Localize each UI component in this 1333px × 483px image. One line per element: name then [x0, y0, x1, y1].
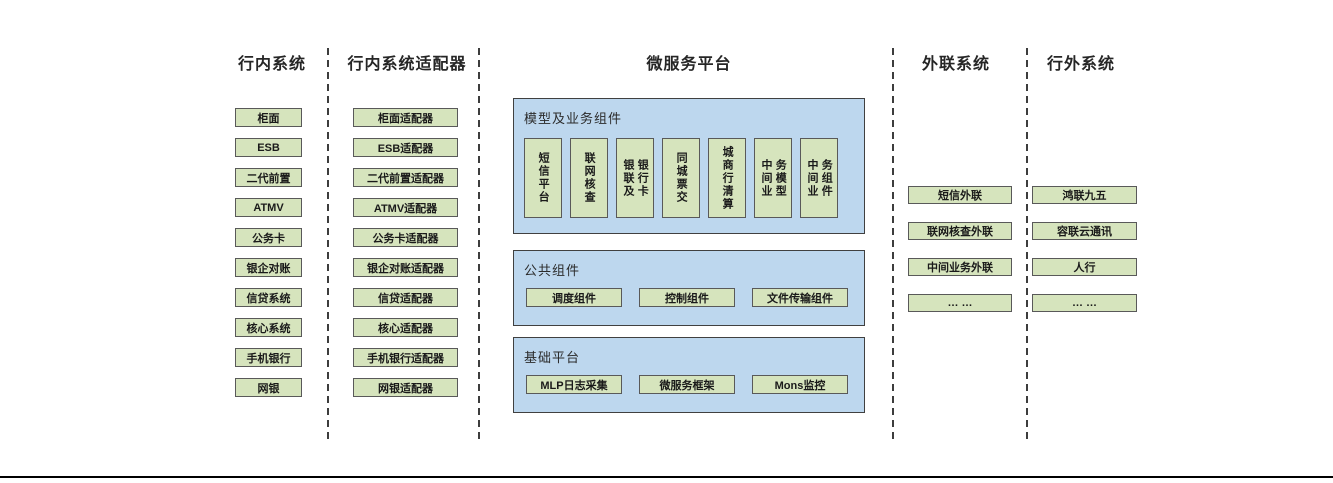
- outreach-system-box: 短信外联: [908, 186, 1012, 204]
- column-divider-dashed-line: [478, 48, 480, 444]
- outreach-system-box: 联网核查外联: [908, 222, 1012, 240]
- external-systems-list: 鸿联九五容联云通讯人行 … …: [1032, 186, 1137, 312]
- panel-title: 模型及业务组件: [524, 111, 623, 126]
- internal-system-box: ESB: [235, 138, 302, 157]
- adapter-box: 银企对账适配器: [353, 258, 458, 277]
- bottom-border-line: [0, 476, 1333, 478]
- panel-title: 基础平台: [524, 350, 581, 365]
- internal-system-box: 核心系统: [235, 318, 302, 337]
- adapter-box: 信贷适配器: [353, 288, 458, 307]
- internal-system-box: 信贷系统: [235, 288, 302, 307]
- external-system-box: … …: [1032, 294, 1137, 312]
- internal-system-box: 手机银行: [235, 348, 302, 367]
- internal-system-box: 柜面: [235, 108, 302, 127]
- column-divider-dashed-line: [1026, 48, 1028, 444]
- adapters-list: 柜面适配器 ESB适配器二代前置适配器 ATMV适配器公务卡适配器银企对账适配器信贷…: [353, 108, 458, 397]
- model-component-box: 中间业 务模型: [754, 138, 792, 218]
- model-component-box: 城商行清算: [708, 138, 746, 218]
- outreach-systems-list: 短信外联联网核查外联中间业务外联 … …: [908, 186, 1012, 312]
- outreach-system-box: 中间业务外联: [908, 258, 1012, 276]
- internal-system-box: 二代前置: [235, 168, 302, 187]
- column-header-microservice-platform: 微服务平台: [646, 56, 732, 73]
- column-header-external-systems: 行外系统: [1046, 56, 1115, 73]
- base-component-box: MLP日志采集: [526, 375, 622, 394]
- external-system-box: 人行: [1032, 258, 1137, 276]
- model-component-box: 中间业 务组件: [800, 138, 838, 218]
- internal-system-box: ATMV: [235, 198, 302, 217]
- adapter-box: ESB适配器: [353, 138, 458, 157]
- column-divider-dashed-line: [327, 48, 329, 444]
- panel-common-components: 公共组件 调度组件控制组件文件传输组件: [513, 250, 865, 326]
- adapter-box: 二代前置适配器: [353, 168, 458, 187]
- column-header-internal-systems: 行内系统: [237, 56, 306, 73]
- base-component-box: 微服务框架: [639, 375, 735, 394]
- adapter-box: 核心适配器: [353, 318, 458, 337]
- common-component-box: 文件传输组件: [752, 288, 848, 307]
- adapter-box: 手机银行适配器: [353, 348, 458, 367]
- external-system-box: 容联云通讯: [1032, 222, 1137, 240]
- adapter-box: ATMV适配器: [353, 198, 458, 217]
- column-header-internal-adapters: 行内系统适配器: [347, 56, 467, 73]
- outreach-system-box: … …: [908, 294, 1012, 312]
- model-components-row: 短信平台联网核查银联及 银行卡同城票交城商行清算中间业 务模型中间业 务组件: [524, 138, 838, 218]
- external-system-box: 鸿联九五: [1032, 186, 1137, 204]
- column-divider-dashed-line: [892, 48, 894, 444]
- adapter-box: 网银适配器: [353, 378, 458, 397]
- base-platform-row: MLP日志采集微服务框架 Mons监控: [526, 375, 848, 394]
- panel-base-platform: 基础平台 MLP日志采集微服务框架 Mons监控: [513, 337, 865, 413]
- column-header-outreach-systems: 外联系统: [921, 56, 990, 73]
- adapter-box: 柜面适配器: [353, 108, 458, 127]
- common-component-box: 调度组件: [526, 288, 622, 307]
- model-component-box: 联网核查: [570, 138, 608, 218]
- common-component-box: 控制组件: [639, 288, 735, 307]
- model-component-box: 银联及 银行卡: [616, 138, 654, 218]
- model-component-box: 短信平台: [524, 138, 562, 218]
- model-component-box: 同城票交: [662, 138, 700, 218]
- adapter-box: 公务卡适配器: [353, 228, 458, 247]
- common-components-row: 调度组件控制组件文件传输组件: [526, 288, 848, 307]
- internal-system-box: 网银: [235, 378, 302, 397]
- internal-system-box: 公务卡: [235, 228, 302, 247]
- base-component-box: Mons监控: [752, 375, 848, 394]
- panel-model-business-components: 模型及业务组件 短信平台联网核查银联及 银行卡同城票交城商行清算中间业 务模型中…: [513, 98, 865, 234]
- internal-systems-list: 柜面 ESB 二代前置 ATMV 公务卡银企对账信贷系统核心系统手机银行网银: [235, 108, 302, 397]
- internal-system-box: 银企对账: [235, 258, 302, 277]
- panel-title: 公共组件: [524, 263, 581, 278]
